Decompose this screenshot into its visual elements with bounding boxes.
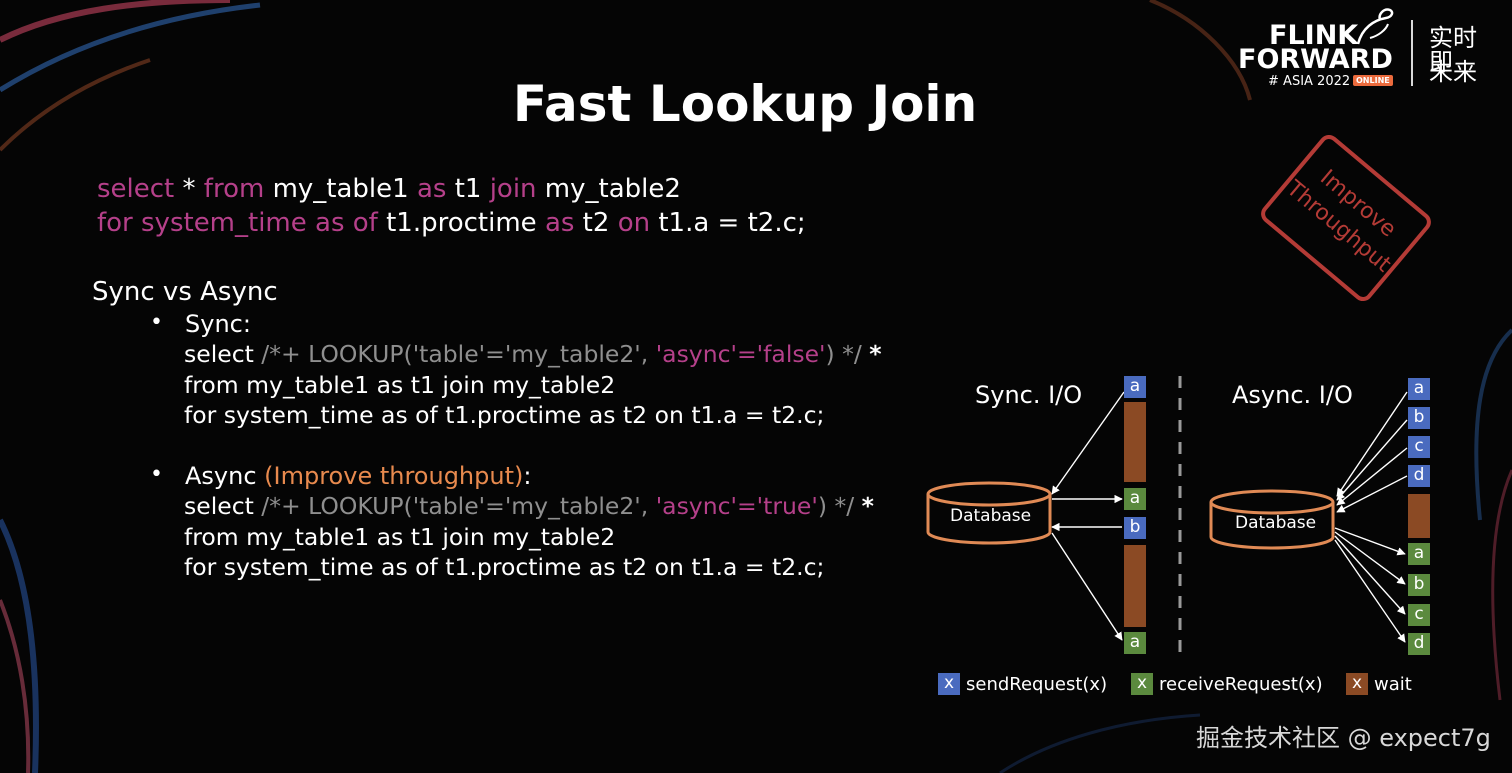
logo-text-flink: FLINK <box>1269 20 1359 51</box>
sync-send-box: a <box>1124 376 1146 398</box>
main-sql: select * from my_table1 as t1 join my_ta… <box>97 172 806 240</box>
async-code: select /*+ LOOKUP('table'='my_table2', '… <box>184 491 874 583</box>
squirrel-icon <box>1356 8 1394 45</box>
sync-io-label: Sync. I/O <box>975 381 1083 409</box>
sync-wait-bar <box>1124 545 1146 627</box>
sync-label: Sync: <box>185 310 251 338</box>
section-heading: Sync vs Async <box>92 277 278 307</box>
sync-database-icon <box>926 481 1052 545</box>
async-database-icon <box>1209 489 1335 550</box>
async-send-box: b <box>1408 407 1430 429</box>
async-receive-box: b <box>1408 574 1430 596</box>
async-receive-box: c <box>1408 604 1430 626</box>
async-wait-bar <box>1408 494 1430 538</box>
async-io-label: Async. I/O <box>1232 381 1353 409</box>
sync-code: select /*+ LOOKUP('table'='my_table2', '… <box>184 339 882 431</box>
async-receive-box: a <box>1408 543 1430 565</box>
main-sql-line2: for system_time as of t1.proctime as t2 … <box>97 208 806 238</box>
sync-wait-bar <box>1124 402 1146 482</box>
sync-receive-box: a <box>1124 488 1146 510</box>
logo-cn-line2: 未来 <box>1429 58 1477 86</box>
sync-code-line3: for system_time as of t1.proctime as t2 … <box>184 401 825 429</box>
async-label: Async (Improve throughput): <box>185 462 532 490</box>
legend-send-swatch: x <box>938 673 960 695</box>
logo-event: # ASIA 2022 <box>1268 74 1351 89</box>
bullet-async: • <box>150 462 163 487</box>
sync-code-line2: from my_table1 as t1 join my_table2 <box>184 370 616 399</box>
legend-wait-swatch: x <box>1346 673 1368 695</box>
logo-cn-line1: 实时即 <box>1429 24 1477 76</box>
legend-receive-swatch: x <box>1131 673 1153 695</box>
async-database-label: Database <box>1235 513 1317 533</box>
async-send-box: c <box>1408 436 1430 458</box>
sync-database-label: Database <box>950 506 1032 526</box>
main-sql-line1: select * from my_table1 as t1 join my_ta… <box>97 174 681 204</box>
slide-title: Fast Lookup Join <box>512 75 978 133</box>
async-send-box: d <box>1408 465 1430 487</box>
async-code-line1: select /*+ LOOKUP('table'='my_table2', '… <box>184 492 874 520</box>
logo-divider <box>1411 20 1413 86</box>
sync-code-line1: select /*+ LOOKUP('table'='my_table2', '… <box>184 340 882 368</box>
sync-receive-box: a <box>1124 632 1146 654</box>
async-code-line2: from my_table1 as t1 join my_table2 <box>184 522 616 551</box>
online-badge: ONLINE <box>1353 75 1393 86</box>
logo-text-forward: FORWARD <box>1238 44 1393 75</box>
bullet-sync: • <box>150 310 163 335</box>
watermark: 掘金技术社区 @ expect7g <box>1196 724 1491 752</box>
async-code-line3: for system_time as of t1.proctime as t2 … <box>184 553 825 581</box>
flink-forward-logo: FLINK FORWARD # ASIA 2022 ONLINE 实时即 未来 <box>1236 8 1486 94</box>
sync-send-box: b <box>1124 517 1146 539</box>
async-receive-box: d <box>1408 633 1430 655</box>
async-send-box: a <box>1408 378 1430 400</box>
